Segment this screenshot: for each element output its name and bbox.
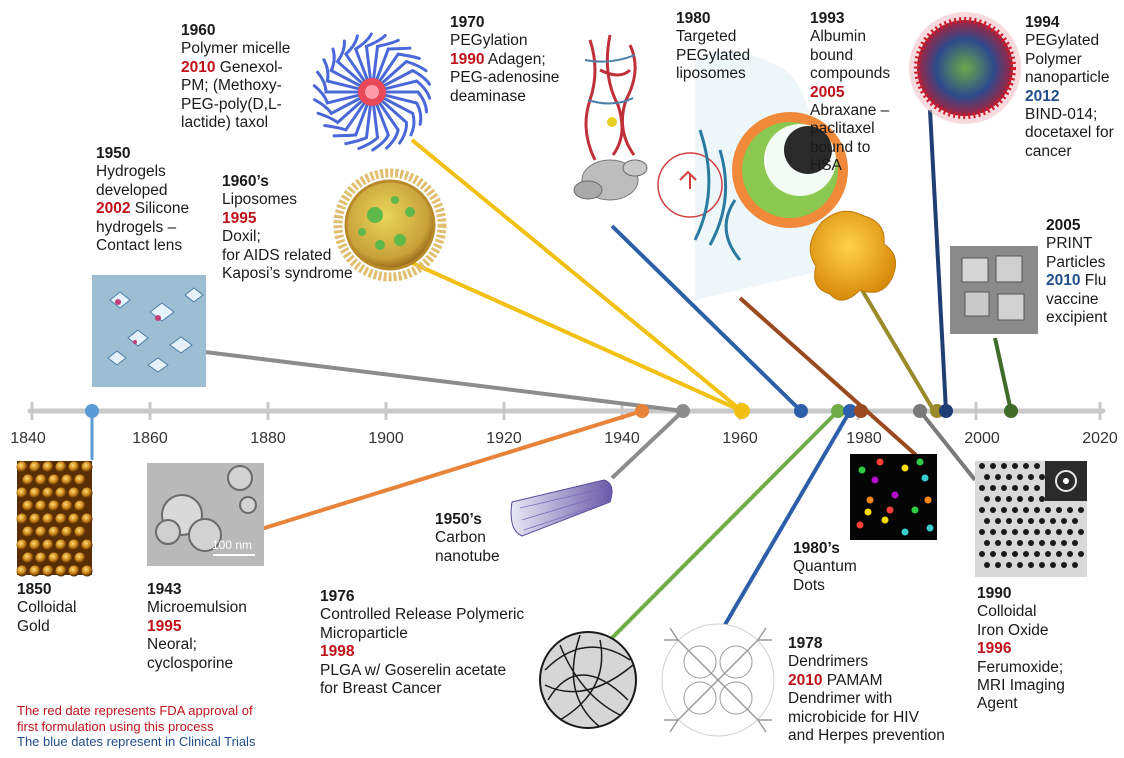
- axis-label-1900: 1900: [368, 430, 404, 448]
- label-polymeric-microparticle: 1976 Controlled Release Polymeric Microp…: [320, 588, 524, 698]
- label-microemulsion: 1943 Microemulsion 1995 Neoral; cyclospo…: [147, 581, 247, 673]
- label-hydrogels: 1950 Hydrogels developed 2002 Silicone h…: [96, 145, 189, 255]
- marker-1990: [913, 404, 927, 418]
- connector-micelle: [412, 140, 742, 411]
- axis-label-1960: 1960: [722, 430, 758, 448]
- fda-date: 2005: [810, 84, 890, 102]
- clinical-trial-date: 2010: [1046, 272, 1080, 289]
- print-particles-image: [950, 246, 1038, 334]
- label-albumin: 1993 Albumin bound compounds 2005 Abraxa…: [810, 10, 890, 176]
- label-liposomes: 1960’s Liposomes 1995 Doxil; for AIDS re…: [222, 173, 353, 283]
- liposome-image: [338, 173, 442, 277]
- label-targeted-liposomes: 1980 Targeted PEGylated liposomes: [676, 10, 750, 84]
- pegylated-protein-image: [574, 35, 647, 200]
- marker-1943: [635, 404, 649, 418]
- polymeric-microparticle-image: [540, 632, 636, 728]
- marker-1980: [854, 404, 868, 418]
- axis-label-1840: 1840: [10, 430, 46, 448]
- axis-label-1940: 1940: [604, 430, 640, 448]
- axis-label-1880: 1880: [250, 430, 286, 448]
- marker-2005: [1004, 404, 1018, 418]
- label-print-particles: 2005 PRINT Particles 2010 Flu vaccine ex…: [1046, 217, 1107, 327]
- legend-red-line-1: The red date represents FDA approval of: [17, 703, 255, 719]
- marker-1976: [831, 404, 845, 418]
- fda-date: 1996: [977, 640, 1065, 658]
- fda-date: 2002: [96, 200, 130, 217]
- axis-label-1980: 1980: [846, 430, 882, 448]
- quantum-dots-image: [850, 454, 937, 540]
- iron-oxide-image: [975, 461, 1087, 577]
- polymer-micelle-image: [314, 34, 429, 150]
- hydrogel-contact-lens-image: [92, 275, 206, 387]
- label-polymer-micelle: 1960 Polymer micelle 2010 Genexol- PM; (…: [181, 22, 290, 132]
- axis-label-2020: 2020: [1082, 430, 1118, 448]
- connector-pegylated-np: [930, 110, 946, 411]
- label-carbon-nanotube: 1950’s Carbon nanotube: [435, 511, 500, 566]
- label-pegylated-nanoparticle: 1994 PEGylated Polymer nanoparticle 2012…: [1025, 14, 1114, 161]
- connector-hydrogels: [205, 352, 683, 411]
- albumin-compound-image: [810, 211, 895, 300]
- label-colloidal-gold: 1850 Colloidal Gold: [17, 581, 76, 636]
- fda-date: 2010: [181, 59, 215, 76]
- trial-date: 2010: [788, 672, 822, 689]
- marker-1950: [676, 404, 690, 418]
- fda-date: 1995: [147, 618, 247, 636]
- carbon-nanotube-image: [511, 480, 612, 536]
- fda-date: 1998: [320, 643, 524, 661]
- connector-print: [995, 338, 1011, 411]
- legend: The red date represents FDA approval of …: [17, 703, 255, 750]
- colloidal-gold-image: [17, 461, 93, 577]
- label-iron-oxide: 1990 Colloidal Iron Oxide 1996 Ferumoxid…: [977, 585, 1065, 714]
- axis-label-1860: 1860: [132, 430, 168, 448]
- label-pegylation: 1970 PEGylation 1990 Adagen; PEG-adenosi…: [450, 14, 559, 106]
- legend-red-line-2: first formulation using this process: [17, 719, 255, 735]
- axis-label-1920: 1920: [486, 430, 522, 448]
- clinical-trial-date: 2012: [1025, 88, 1114, 106]
- connector-liposomes: [410, 262, 742, 411]
- microemulsion-scale-bar-label: 100 nm: [212, 538, 252, 552]
- marker-1994: [939, 404, 953, 418]
- axis-label-2000: 2000: [964, 430, 1000, 448]
- pegylated-nanoparticle-image: [909, 12, 1021, 124]
- label-quantum-dots: 1980’s Quantum Dots: [793, 540, 857, 595]
- fda-date: 1995: [222, 210, 353, 228]
- marker-1960: [734, 403, 750, 419]
- connector-albumin: [862, 290, 934, 411]
- legend-blue-line: The blue dates represent in Clinical Tri…: [17, 734, 255, 750]
- dendrimer-image: [662, 624, 774, 736]
- fda-date: 1990: [450, 51, 484, 68]
- marker-1970: [794, 404, 808, 418]
- marker-1850: [85, 404, 99, 418]
- label-dendrimers: 1978 Dendrimers 2010 PAMAM Dendrimer wit…: [788, 635, 945, 745]
